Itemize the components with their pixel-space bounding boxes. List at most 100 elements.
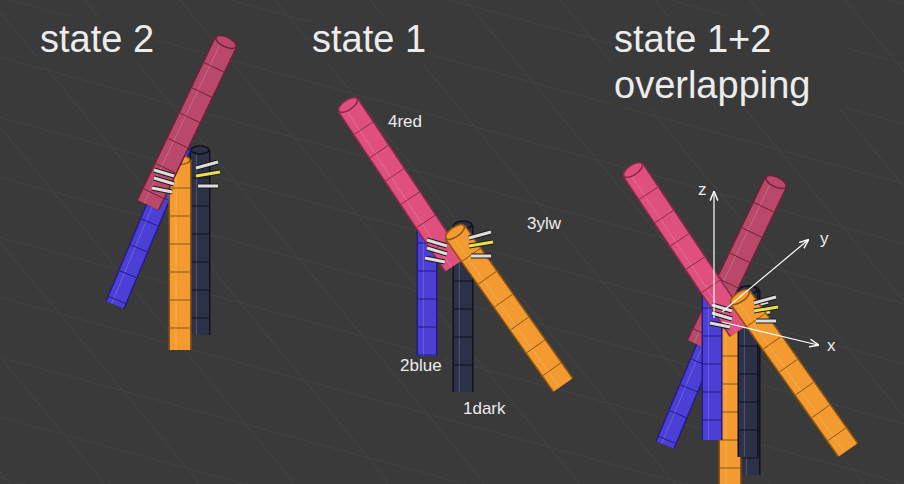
clamp-rod xyxy=(469,242,493,246)
clamp-rod xyxy=(152,188,172,192)
grid-line xyxy=(0,390,904,484)
tube-edge xyxy=(451,235,559,388)
tube-edge xyxy=(144,40,222,203)
tube-ring xyxy=(120,271,137,278)
tube-ring xyxy=(659,436,676,443)
state-2-model xyxy=(109,33,238,350)
clamp-rod xyxy=(469,232,491,238)
clamp-rod xyxy=(754,307,778,311)
tube-ring xyxy=(703,392,721,393)
clamp-rod xyxy=(154,178,174,184)
clamp-rod xyxy=(154,178,174,184)
state-title: state 1+2 overlapping xyxy=(612,16,846,108)
clamp-rod xyxy=(471,255,491,258)
tube-cap xyxy=(764,173,788,191)
tube-body xyxy=(455,232,563,385)
tube-ring xyxy=(454,337,472,338)
tube-ring xyxy=(754,203,774,212)
clamp-rod xyxy=(154,170,174,176)
clamp-rod xyxy=(152,188,172,192)
tube-ring xyxy=(680,385,697,392)
tube-ring xyxy=(386,169,404,181)
tube-ring xyxy=(763,336,781,349)
clamp-rod xyxy=(427,240,447,246)
tube-ring xyxy=(739,346,757,347)
tube-ring xyxy=(478,271,496,284)
tube-outline xyxy=(169,160,192,350)
grid-line xyxy=(0,0,200,484)
tube-ring xyxy=(192,88,212,97)
axis-label: z xyxy=(696,180,709,200)
clamp-rod xyxy=(754,307,778,311)
tube-ring xyxy=(671,234,689,246)
clamp-rod xyxy=(756,319,776,324)
tube-ring xyxy=(686,257,704,269)
tube-ring xyxy=(418,271,436,272)
grid-line xyxy=(180,0,580,484)
tube-ring xyxy=(454,281,472,282)
tube-cap xyxy=(336,95,360,115)
tube-ring xyxy=(703,364,721,365)
tube-label: 4red xyxy=(386,112,424,132)
tube-ring xyxy=(655,210,673,222)
axes xyxy=(714,192,818,345)
clamp-rod xyxy=(196,162,218,168)
tube-outline xyxy=(633,170,740,330)
tube xyxy=(443,222,563,388)
clamp-rod xyxy=(427,248,447,254)
tube-edge xyxy=(629,172,736,332)
tube-outline xyxy=(148,42,226,205)
tube-ring xyxy=(130,245,147,252)
axis-label: x xyxy=(825,336,838,356)
grid-line xyxy=(0,150,904,450)
tube-label: 2blue xyxy=(398,356,444,376)
grid-line xyxy=(0,0,904,150)
clamp-rod xyxy=(196,172,220,176)
tube-ring xyxy=(109,296,126,303)
clamp-rod xyxy=(754,297,776,303)
tube-ring xyxy=(180,113,200,122)
tube xyxy=(621,160,740,333)
clamp-rod xyxy=(471,254,491,259)
tube-ring xyxy=(779,359,797,372)
tube-ring xyxy=(170,300,190,301)
tube-ring xyxy=(739,402,757,403)
tube-ring xyxy=(454,309,472,310)
tube-outline xyxy=(455,232,563,385)
grid-line xyxy=(0,0,295,484)
grid-line xyxy=(0,450,904,484)
grid-line xyxy=(0,90,904,390)
tube-ring xyxy=(739,374,757,375)
tube-ring xyxy=(639,187,657,199)
tube-edge xyxy=(736,300,844,453)
tube-cap xyxy=(621,160,645,180)
grid-line xyxy=(465,0,865,484)
tube-ring xyxy=(494,294,512,307)
tube-ring xyxy=(703,420,721,421)
clamp-rod xyxy=(756,320,776,323)
tube-ring xyxy=(702,280,720,292)
clamp-rod xyxy=(427,248,447,254)
clamp-parts xyxy=(152,162,220,192)
tube-cap xyxy=(443,222,467,243)
tube-ring xyxy=(191,206,209,207)
tube-ring xyxy=(720,356,740,357)
tube-ring xyxy=(191,262,209,263)
state-1-model xyxy=(336,95,563,392)
axis-label: y xyxy=(818,229,831,249)
clamp-rod xyxy=(754,297,776,303)
tube-ring xyxy=(796,382,814,395)
tube-ring xyxy=(191,234,209,235)
tube-outline xyxy=(348,105,455,265)
tube-body xyxy=(633,170,740,330)
tube-label: 1dark xyxy=(461,399,508,419)
grid-line xyxy=(85,0,485,484)
grid-line xyxy=(0,0,10,484)
tube-ring xyxy=(543,363,561,376)
tube-ring xyxy=(141,219,158,226)
tube-ring xyxy=(670,411,687,418)
state-title: state 1 xyxy=(310,16,428,62)
tube-ring xyxy=(742,228,762,237)
tube-ring xyxy=(401,192,419,204)
tube-ring xyxy=(720,384,740,385)
